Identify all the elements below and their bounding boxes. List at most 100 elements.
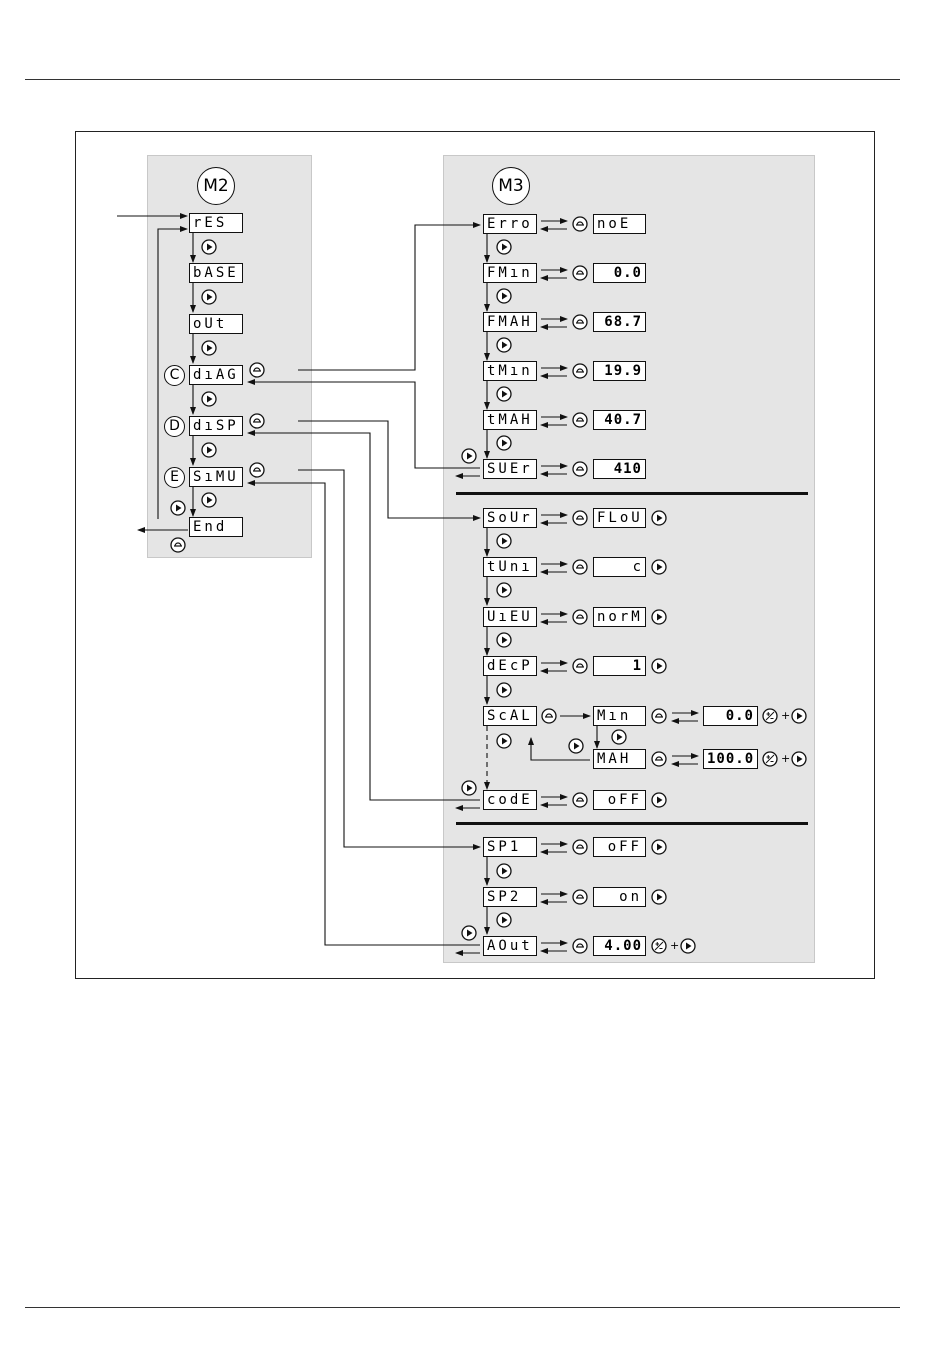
m3-param-aout[interactable]: AOut	[483, 936, 537, 956]
play-circle-icon[interactable]	[496, 733, 512, 749]
play-circle-icon[interactable]	[496, 386, 512, 402]
m3-param-sp2[interactable]: SP2	[483, 887, 537, 907]
enter-circle-icon[interactable]	[572, 658, 588, 674]
m2-item-res[interactable]: rES	[189, 213, 243, 233]
plus-minus-circle-icon[interactable]	[762, 708, 778, 724]
m3-param-fmax[interactable]: FMAH	[483, 312, 537, 332]
play-circle-icon[interactable]	[651, 658, 667, 674]
play-circle-icon[interactable]	[496, 239, 512, 255]
play-circle-icon[interactable]	[496, 912, 512, 928]
enter-circle-icon[interactable]	[572, 314, 588, 330]
play-circle-icon[interactable]	[496, 435, 512, 451]
enter-circle-icon[interactable]	[572, 265, 588, 281]
play-circle-icon[interactable]	[496, 288, 512, 304]
m3-param-sour[interactable]: SoUr	[483, 508, 537, 528]
enter-circle-icon[interactable]	[572, 938, 588, 954]
enter-circle-icon[interactable]	[572, 412, 588, 428]
plus-minus-circle-icon[interactable]	[651, 938, 667, 954]
play-circle-icon[interactable]	[170, 500, 186, 516]
m3-param-fmin[interactable]: FMın	[483, 263, 537, 283]
m2-item-out[interactable]: oUt	[189, 314, 243, 334]
m3-param-tmin[interactable]: tMın	[483, 361, 537, 381]
m3-param-sp1[interactable]: SP1	[483, 837, 537, 857]
enter-circle-icon[interactable]	[249, 362, 265, 378]
m3-value-sour: FLoU	[593, 508, 646, 528]
play-circle-icon[interactable]	[791, 708, 807, 724]
enter-circle-icon[interactable]	[572, 216, 588, 232]
play-circle-icon[interactable]	[651, 559, 667, 575]
enter-circle-icon[interactable]	[572, 363, 588, 379]
m3-value-tuni: c	[593, 557, 646, 577]
m2-item-end[interactable]: End	[189, 517, 243, 537]
enter-circle-icon[interactable]	[651, 708, 667, 724]
m3-value-sp2: on	[593, 887, 646, 907]
plus-minus-circle-icon[interactable]	[762, 751, 778, 767]
play-circle-icon[interactable]	[201, 340, 217, 356]
enter-circle-icon[interactable]	[572, 461, 588, 477]
m3-sub-min[interactable]: Mın	[593, 706, 646, 726]
enter-circle-icon[interactable]	[572, 889, 588, 905]
play-circle-icon[interactable]	[651, 889, 667, 905]
enter-circle-icon[interactable]	[572, 792, 588, 808]
enter-circle-icon[interactable]	[249, 462, 265, 478]
play-circle-icon[interactable]	[651, 609, 667, 625]
play-circle-icon[interactable]	[496, 582, 512, 598]
m3-value-fmax: 68.7	[593, 312, 646, 332]
enter-circle-icon[interactable]	[249, 413, 265, 429]
m3-sub-max[interactable]: MAH	[593, 749, 646, 769]
m3-value-tmin: 19.9	[593, 361, 646, 381]
play-circle-icon[interactable]	[496, 682, 512, 698]
enter-circle-icon[interactable]	[572, 510, 588, 526]
m3-param-tuni[interactable]: tUnı	[483, 557, 537, 577]
m3-param-code[interactable]: codE	[483, 790, 537, 810]
play-circle-icon[interactable]	[680, 938, 696, 954]
m2-item-disp[interactable]: dıSP	[189, 416, 243, 436]
m2-item-simu[interactable]: SıMU	[189, 467, 243, 487]
play-circle-icon[interactable]	[611, 729, 627, 745]
m2-item-base[interactable]: bASE	[189, 263, 243, 283]
m3-value-tmax: 40.7	[593, 410, 646, 430]
m3-value-sp1: oFF	[593, 837, 646, 857]
m3-param-view[interactable]: UıEU	[483, 607, 537, 627]
enter-circle-icon[interactable]	[651, 751, 667, 767]
m3-value-view: norM	[593, 607, 646, 627]
m3-sub-max-value: 100.0	[703, 749, 758, 769]
play-circle-icon[interactable]	[568, 738, 584, 754]
m3-param-scal[interactable]: ScAL	[483, 706, 537, 726]
play-circle-icon[interactable]	[461, 925, 477, 941]
play-circle-icon[interactable]	[201, 289, 217, 305]
m3-param-decp[interactable]: dEcP	[483, 656, 537, 676]
m3-value-fmin: 0.0	[593, 263, 646, 283]
play-circle-icon[interactable]	[496, 533, 512, 549]
enter-circle-icon[interactable]	[170, 537, 186, 553]
play-circle-icon[interactable]	[201, 442, 217, 458]
play-circle-icon[interactable]	[651, 510, 667, 526]
m2-item-diag[interactable]: dıAG	[189, 365, 243, 385]
callout-d: D	[164, 416, 185, 437]
m3-param-suer[interactable]: SUEr	[483, 459, 537, 479]
play-circle-icon[interactable]	[496, 863, 512, 879]
enter-circle-icon[interactable]	[572, 609, 588, 625]
play-circle-icon[interactable]	[201, 239, 217, 255]
m3-value-code: oFF	[593, 790, 646, 810]
play-circle-icon[interactable]	[461, 780, 477, 796]
m3-param-tmax[interactable]: tMAH	[483, 410, 537, 430]
m3-label: M3	[492, 167, 530, 205]
play-circle-icon[interactable]	[201, 492, 217, 508]
play-circle-icon[interactable]	[791, 751, 807, 767]
play-circle-icon[interactable]	[496, 337, 512, 353]
play-circle-icon[interactable]	[496, 632, 512, 648]
m3-param-erro[interactable]: Erro	[483, 214, 537, 234]
m2-label: M2	[197, 167, 235, 205]
play-circle-icon[interactable]	[651, 792, 667, 808]
play-circle-icon[interactable]	[201, 391, 217, 407]
enter-circle-icon[interactable]	[541, 708, 557, 724]
enter-circle-icon[interactable]	[572, 559, 588, 575]
play-circle-icon[interactable]	[461, 448, 477, 464]
callout-c: C	[164, 365, 185, 386]
plus-sign: +	[781, 709, 790, 723]
play-circle-icon[interactable]	[651, 839, 667, 855]
callout-e: E	[164, 467, 185, 488]
enter-circle-icon[interactable]	[572, 839, 588, 855]
